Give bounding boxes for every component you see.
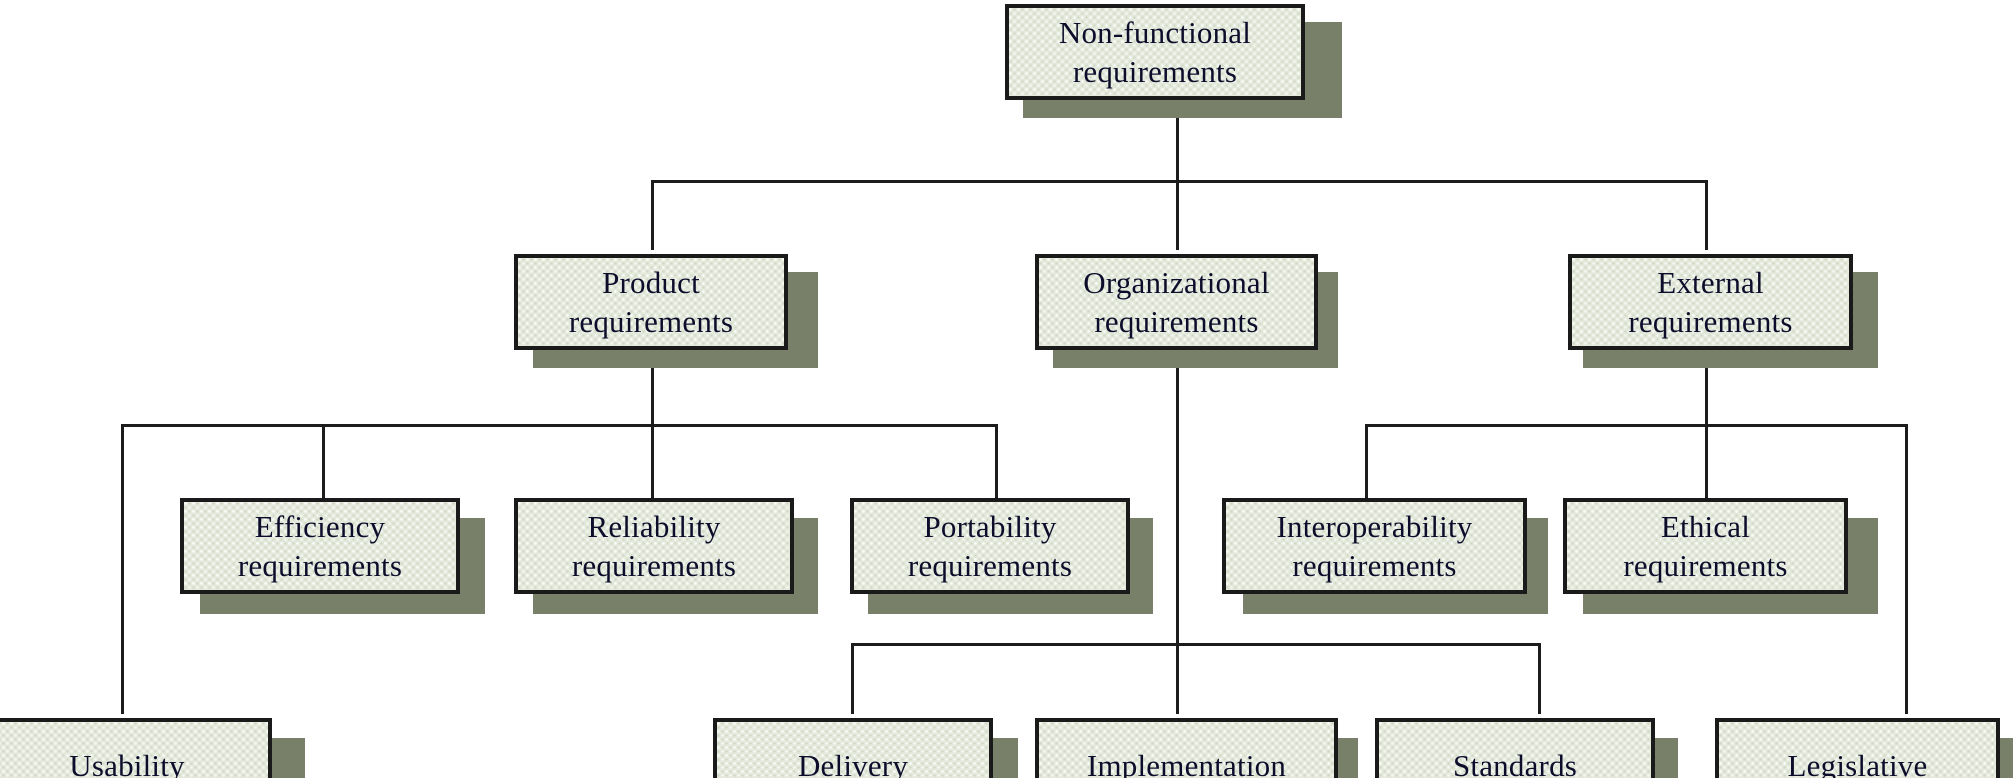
node-label: Usability bbox=[69, 748, 185, 778]
edge-organizational-bus bbox=[851, 643, 1541, 646]
edge-to-implementation bbox=[1176, 643, 1179, 714]
edge-root-stem bbox=[1176, 100, 1179, 182]
edge-external-bus bbox=[1365, 424, 1908, 427]
node-label: Standards bbox=[1452, 748, 1578, 778]
edge-product-stem bbox=[651, 354, 654, 426]
edge-to-product bbox=[651, 180, 654, 250]
node-label: Delivery bbox=[797, 748, 909, 778]
edge-to-standards bbox=[1538, 643, 1541, 714]
edge-to-legislative bbox=[1905, 424, 1908, 714]
node-legislative[interactable]: Legislative bbox=[1715, 718, 2000, 778]
edge-to-usability bbox=[121, 424, 124, 714]
edge-level1-bus bbox=[651, 180, 1708, 183]
edge-to-external bbox=[1705, 180, 1708, 250]
edge-external-stem bbox=[1705, 354, 1708, 426]
node-label: Implementation bbox=[1086, 748, 1287, 778]
node-implementation[interactable]: Implementation bbox=[1035, 718, 1338, 778]
node-label: Legislative bbox=[1787, 748, 1928, 778]
edge-to-portability bbox=[995, 424, 998, 498]
node-delivery[interactable]: Delivery bbox=[713, 718, 993, 778]
edge-product-bus bbox=[121, 424, 998, 427]
edge-to-delivery bbox=[851, 643, 854, 714]
node-standards[interactable]: Standards bbox=[1375, 718, 1655, 778]
edge-to-efficiency bbox=[322, 424, 325, 498]
edge-to-reliability bbox=[651, 424, 654, 498]
node-usability[interactable]: Usability bbox=[0, 718, 272, 778]
edge-organizational-stem bbox=[1176, 354, 1179, 714]
edge-to-ethical bbox=[1705, 424, 1708, 498]
edge-to-interoperability bbox=[1365, 424, 1368, 498]
edge-to-organizational bbox=[1176, 180, 1179, 250]
